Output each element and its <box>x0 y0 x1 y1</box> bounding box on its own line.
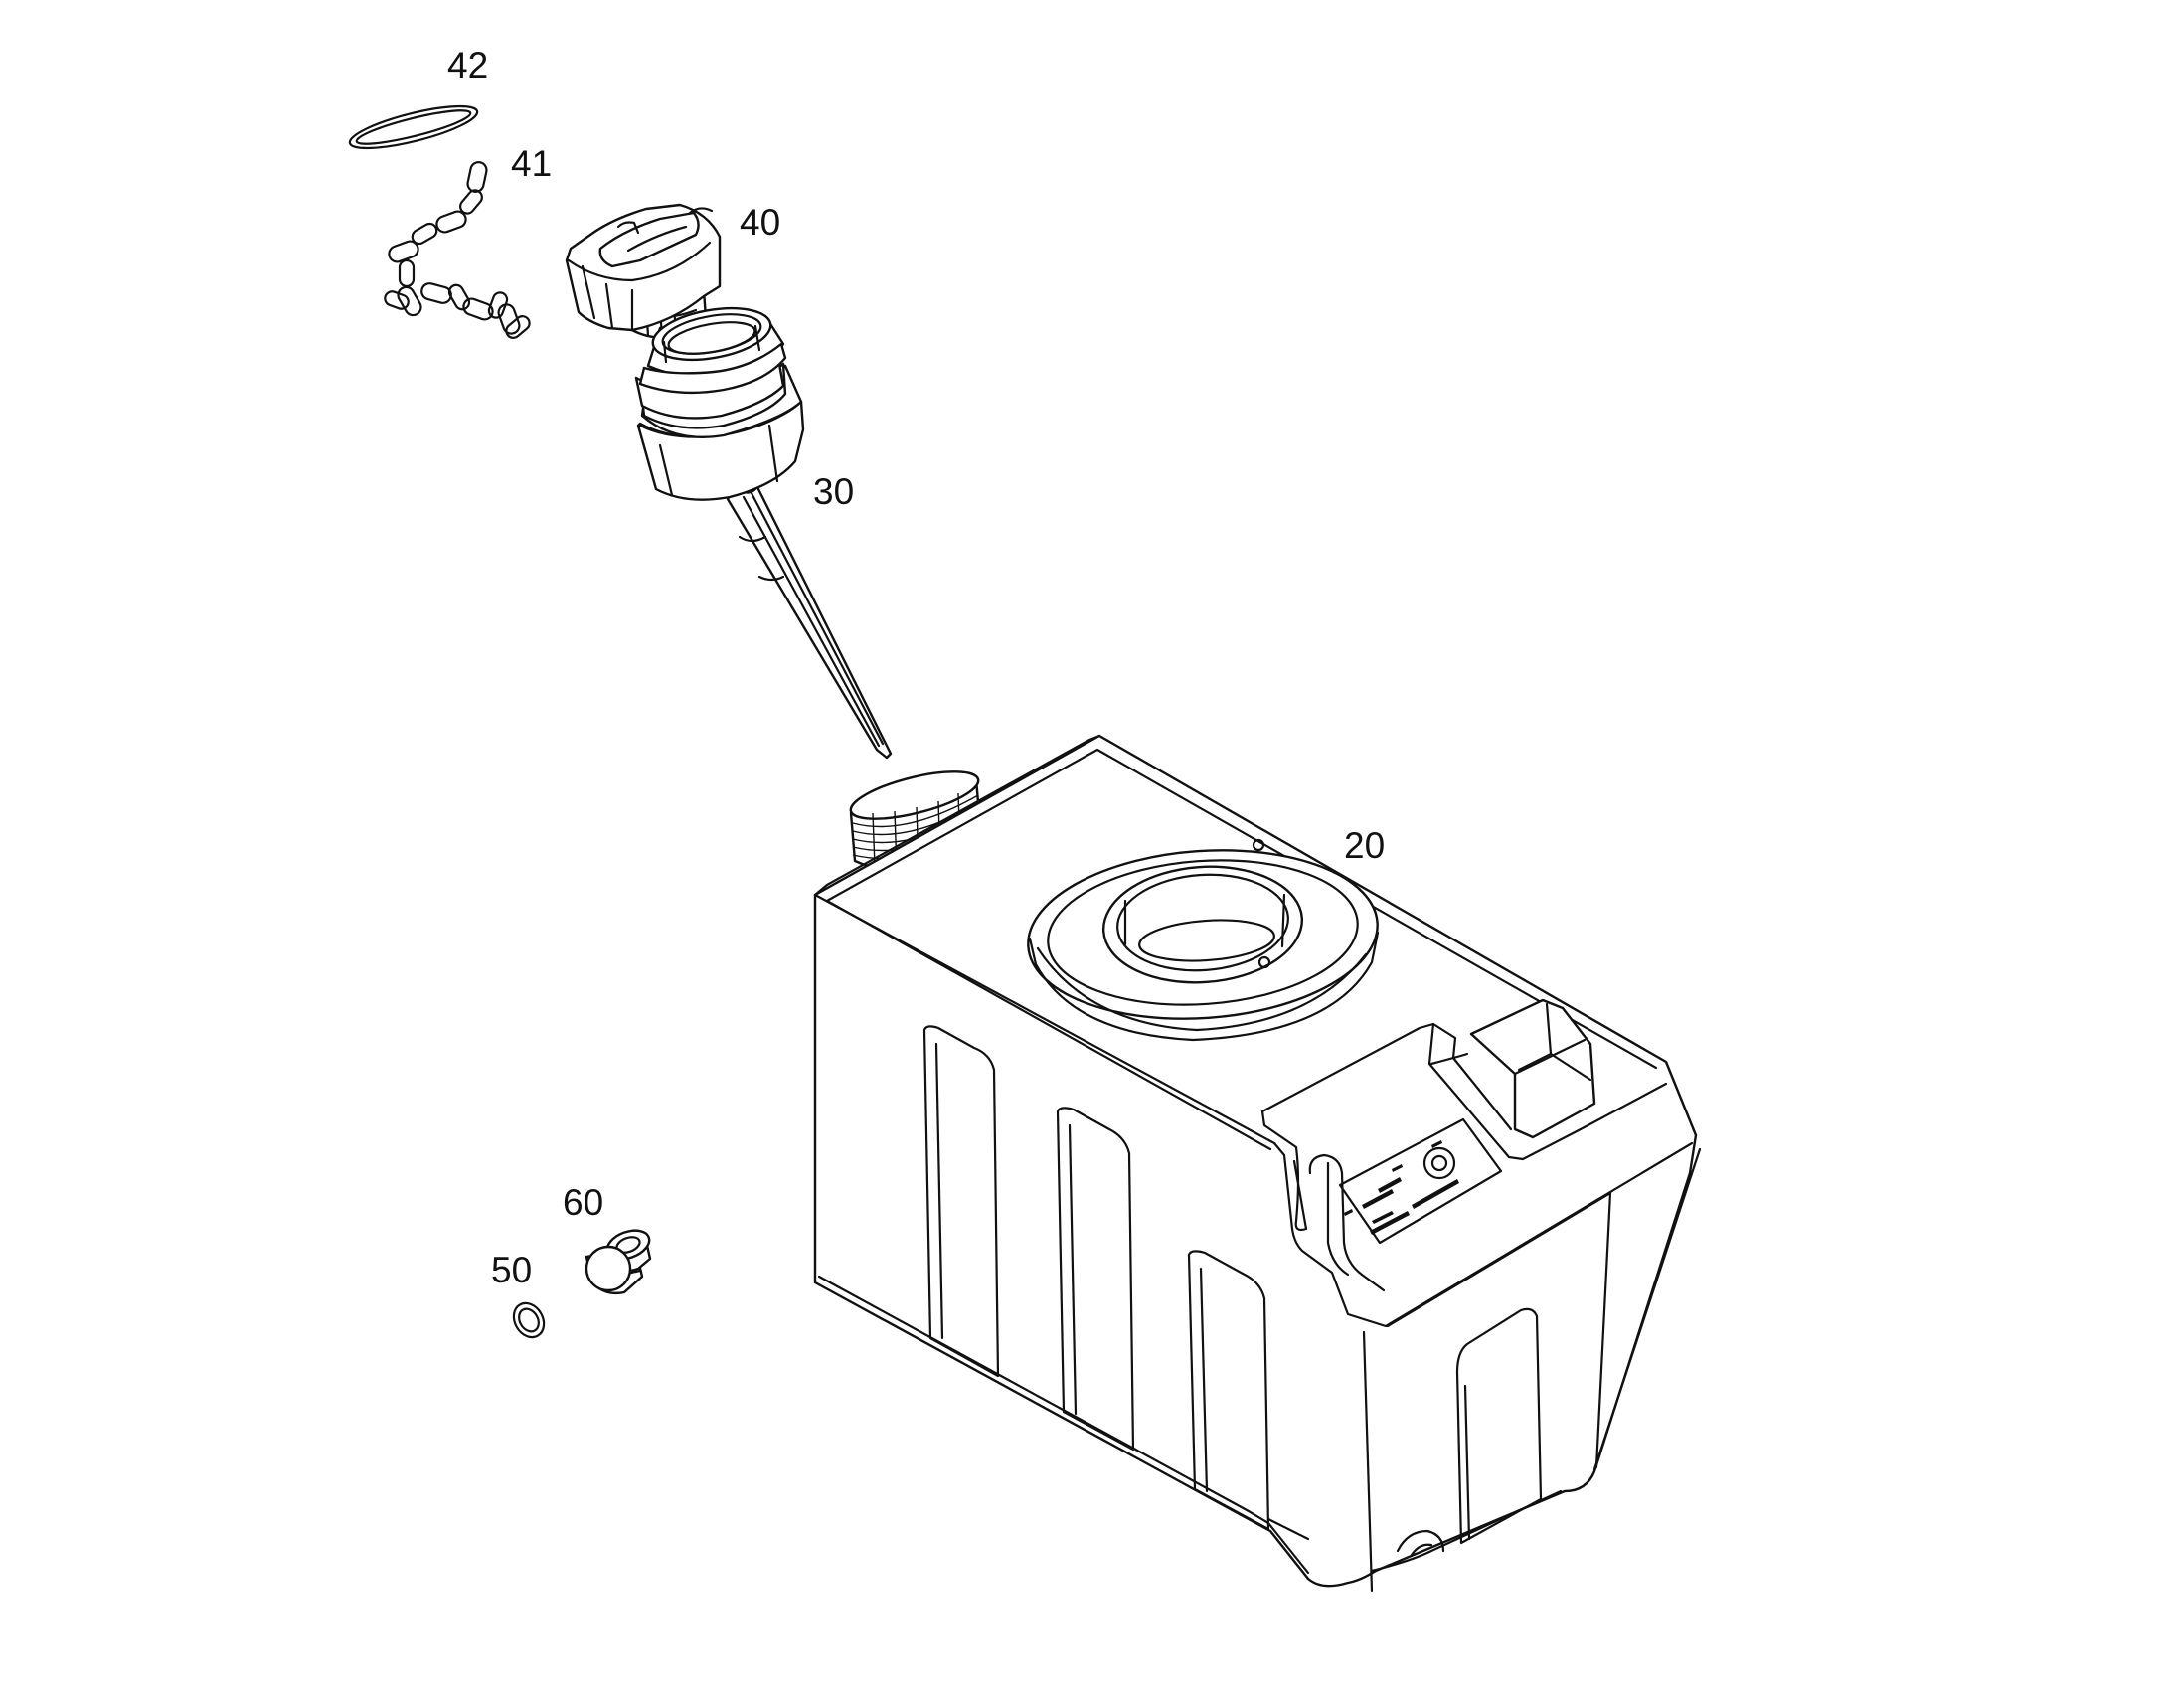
callout-30: 30 <box>813 471 854 512</box>
callout-60: 60 <box>563 1182 603 1223</box>
chain-part-41 <box>384 161 531 339</box>
callout-20: 20 <box>1344 825 1385 866</box>
washer-part-50 <box>512 1301 546 1339</box>
filler-cap-part-40 <box>565 203 722 340</box>
tank-opening <box>1027 838 1380 1042</box>
tank-recess <box>1260 998 1668 1292</box>
callout-40: 40 <box>740 202 780 243</box>
side-ribs <box>922 1025 1543 1557</box>
filler-neck-part-30 <box>634 306 893 760</box>
callout-labels: 42 41 40 30 20 60 50 <box>447 45 1385 1290</box>
label-plate-marks <box>1344 1140 1459 1235</box>
drain-plug-part-60 <box>585 1229 652 1295</box>
callout-50: 50 <box>491 1250 532 1290</box>
callout-42: 42 <box>447 45 488 85</box>
ring-part-42 <box>348 104 479 150</box>
callout-41: 41 <box>511 143 552 184</box>
tank-part-20 <box>813 734 1702 1593</box>
